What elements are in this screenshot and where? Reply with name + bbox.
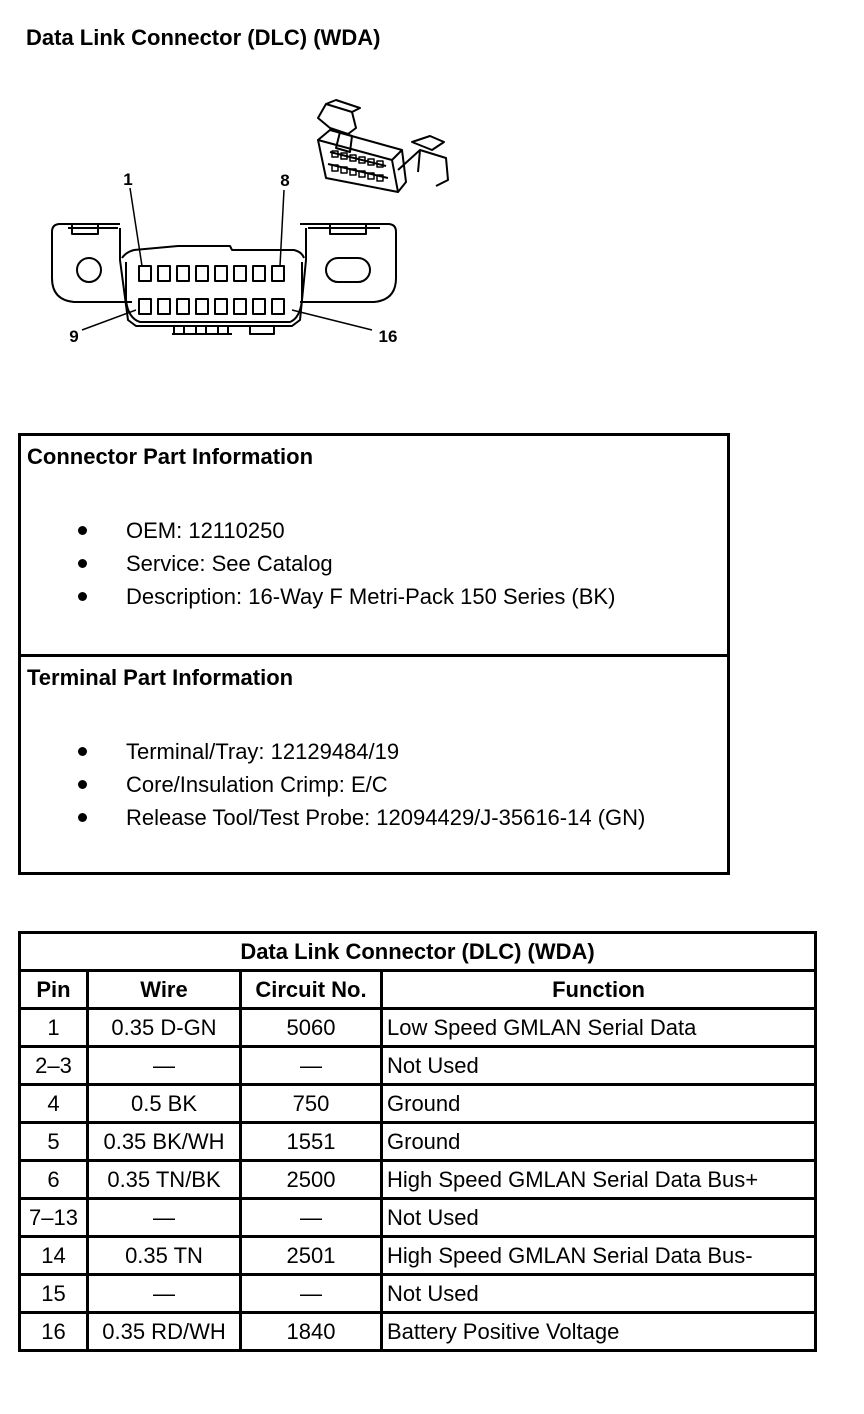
function-cell: Not Used	[379, 1045, 818, 1086]
connector-info-list: OEM: 12110250 Service: See Catalog Descr…	[21, 514, 615, 613]
connector-isometric-icon	[317, 99, 449, 193]
connector-service: Service: See Catalog	[126, 551, 333, 576]
table-row: 6 0.35 TN/BK 2500 High Speed GMLAN Seria…	[18, 1159, 818, 1200]
pin-cell: 4	[18, 1083, 89, 1124]
connector-front-view	[51, 223, 397, 335]
column-header-wire: Wire	[86, 969, 242, 1010]
pin-cell: 6	[18, 1159, 89, 1200]
table-title-row: Data Link Connector (DLC) (WDA)	[17, 931, 818, 972]
circuit-cell: —	[239, 1273, 383, 1314]
function-cell: Ground	[379, 1121, 818, 1162]
pin-cell: 1	[18, 1007, 89, 1048]
page-title: Data Link Connector (DLC) (WDA)	[26, 25, 381, 50]
connector-description: Description: 16-Way F Metri-Pack 150 Ser…	[126, 584, 616, 609]
table-row: 2–3 — — Not Used	[18, 1045, 818, 1086]
table-row: 1 0.35 D-GN 5060 Low Speed GMLAN Serial …	[18, 1007, 818, 1048]
list-item: Description: 16-Way F Metri-Pack 150 Ser…	[21, 580, 615, 613]
bullet-icon	[78, 592, 87, 601]
pin-cell: 14	[18, 1235, 89, 1276]
pin-8-callout: 8	[280, 171, 289, 190]
pin-cell: 16	[18, 1311, 89, 1352]
list-item: Release Tool/Test Probe: 12094429/J-3561…	[21, 801, 645, 834]
table-row: 15 — — Not Used	[18, 1273, 818, 1314]
column-header-circuit: Circuit No.	[239, 969, 383, 1010]
pin-cell: 7–13	[18, 1197, 89, 1238]
terminal-crimp: Core/Insulation Crimp: E/C	[126, 772, 388, 797]
function-cell: Low Speed GMLAN Serial Data	[379, 1007, 818, 1048]
wire-cell: 0.5 BK	[86, 1083, 242, 1124]
pin-table: Data Link Connector (DLC) (WDA) Pin Wire…	[17, 931, 818, 1352]
bullet-icon	[78, 813, 87, 822]
table-row: 7–13 — — Not Used	[18, 1197, 818, 1238]
column-header-function: Function	[379, 969, 818, 1010]
function-cell: High Speed GMLAN Serial Data Bus-	[379, 1235, 818, 1276]
column-header-pin: Pin	[18, 969, 89, 1010]
function-cell: Battery Positive Voltage	[379, 1311, 818, 1352]
terminal-release-tool: Release Tool/Test Probe: 12094429/J-3561…	[126, 805, 646, 830]
terminal-part-info: Terminal Part Information Terminal/Tray:…	[21, 657, 727, 872]
circuit-cell: —	[239, 1045, 383, 1086]
part-information-box: Connector Part Information OEM: 12110250…	[18, 433, 730, 875]
connector-oem: OEM: 12110250	[126, 518, 285, 543]
function-cell: Not Used	[379, 1273, 818, 1314]
table-header-row: Pin Wire Circuit No. Function	[18, 969, 818, 1010]
function-cell: High Speed GMLAN Serial Data Bus+	[379, 1159, 818, 1200]
table-row: 4 0.5 BK 750 Ground	[18, 1083, 818, 1124]
circuit-cell: 2501	[239, 1235, 383, 1276]
dlc-connector-diagram: 1 8 9 16	[51, 99, 449, 346]
table-row: 5 0.35 BK/WH 1551 Ground	[18, 1121, 818, 1162]
list-item: Service: See Catalog	[21, 547, 615, 580]
wire-cell: —	[86, 1273, 242, 1314]
circuit-cell: 1551	[239, 1121, 383, 1162]
table-title: Data Link Connector (DLC) (WDA)	[17, 931, 818, 972]
wire-cell: 0.35 BK/WH	[86, 1121, 242, 1162]
bullet-icon	[78, 526, 87, 535]
circuit-cell: 2500	[239, 1159, 383, 1200]
connector-part-info: Connector Part Information OEM: 12110250…	[21, 436, 727, 657]
function-cell: Ground	[379, 1083, 818, 1124]
bullet-icon	[78, 747, 87, 756]
bullet-icon	[78, 780, 87, 789]
pin-cell: 5	[18, 1121, 89, 1162]
pin-cell: 15	[18, 1273, 89, 1314]
table-row: 16 0.35 RD/WH 1840 Battery Positive Volt…	[18, 1311, 818, 1352]
pin-cell: 2–3	[18, 1045, 89, 1086]
circuit-cell: 750	[239, 1083, 383, 1124]
function-cell: Not Used	[379, 1197, 818, 1238]
pin-1-callout: 1	[123, 170, 132, 189]
wire-cell: 0.35 TN	[86, 1235, 242, 1276]
circuit-cell: 1840	[239, 1311, 383, 1352]
list-item: Terminal/Tray: 12129484/19	[21, 735, 645, 768]
terminal-info-heading: Terminal Part Information	[27, 665, 294, 690]
circuit-cell: 5060	[239, 1007, 383, 1048]
bullet-icon	[78, 559, 87, 568]
connector-info-heading: Connector Part Information	[27, 444, 314, 469]
list-item: Core/Insulation Crimp: E/C	[21, 768, 645, 801]
wire-cell: 0.35 TN/BK	[86, 1159, 242, 1200]
terminal-tray: Terminal/Tray: 12129484/19	[126, 739, 400, 764]
pin-9-callout: 9	[69, 327, 78, 346]
wire-cell: —	[86, 1045, 242, 1086]
pin-16-callout: 16	[379, 327, 398, 346]
list-item: OEM: 12110250	[21, 514, 615, 547]
circuit-cell: —	[239, 1197, 383, 1238]
table-row: 14 0.35 TN 2501 High Speed GMLAN Serial …	[18, 1235, 818, 1276]
wire-cell: —	[86, 1197, 242, 1238]
wire-cell: 0.35 D-GN	[86, 1007, 242, 1048]
wire-cell: 0.35 RD/WH	[86, 1311, 242, 1352]
terminal-info-list: Terminal/Tray: 12129484/19 Core/Insulati…	[21, 735, 645, 834]
